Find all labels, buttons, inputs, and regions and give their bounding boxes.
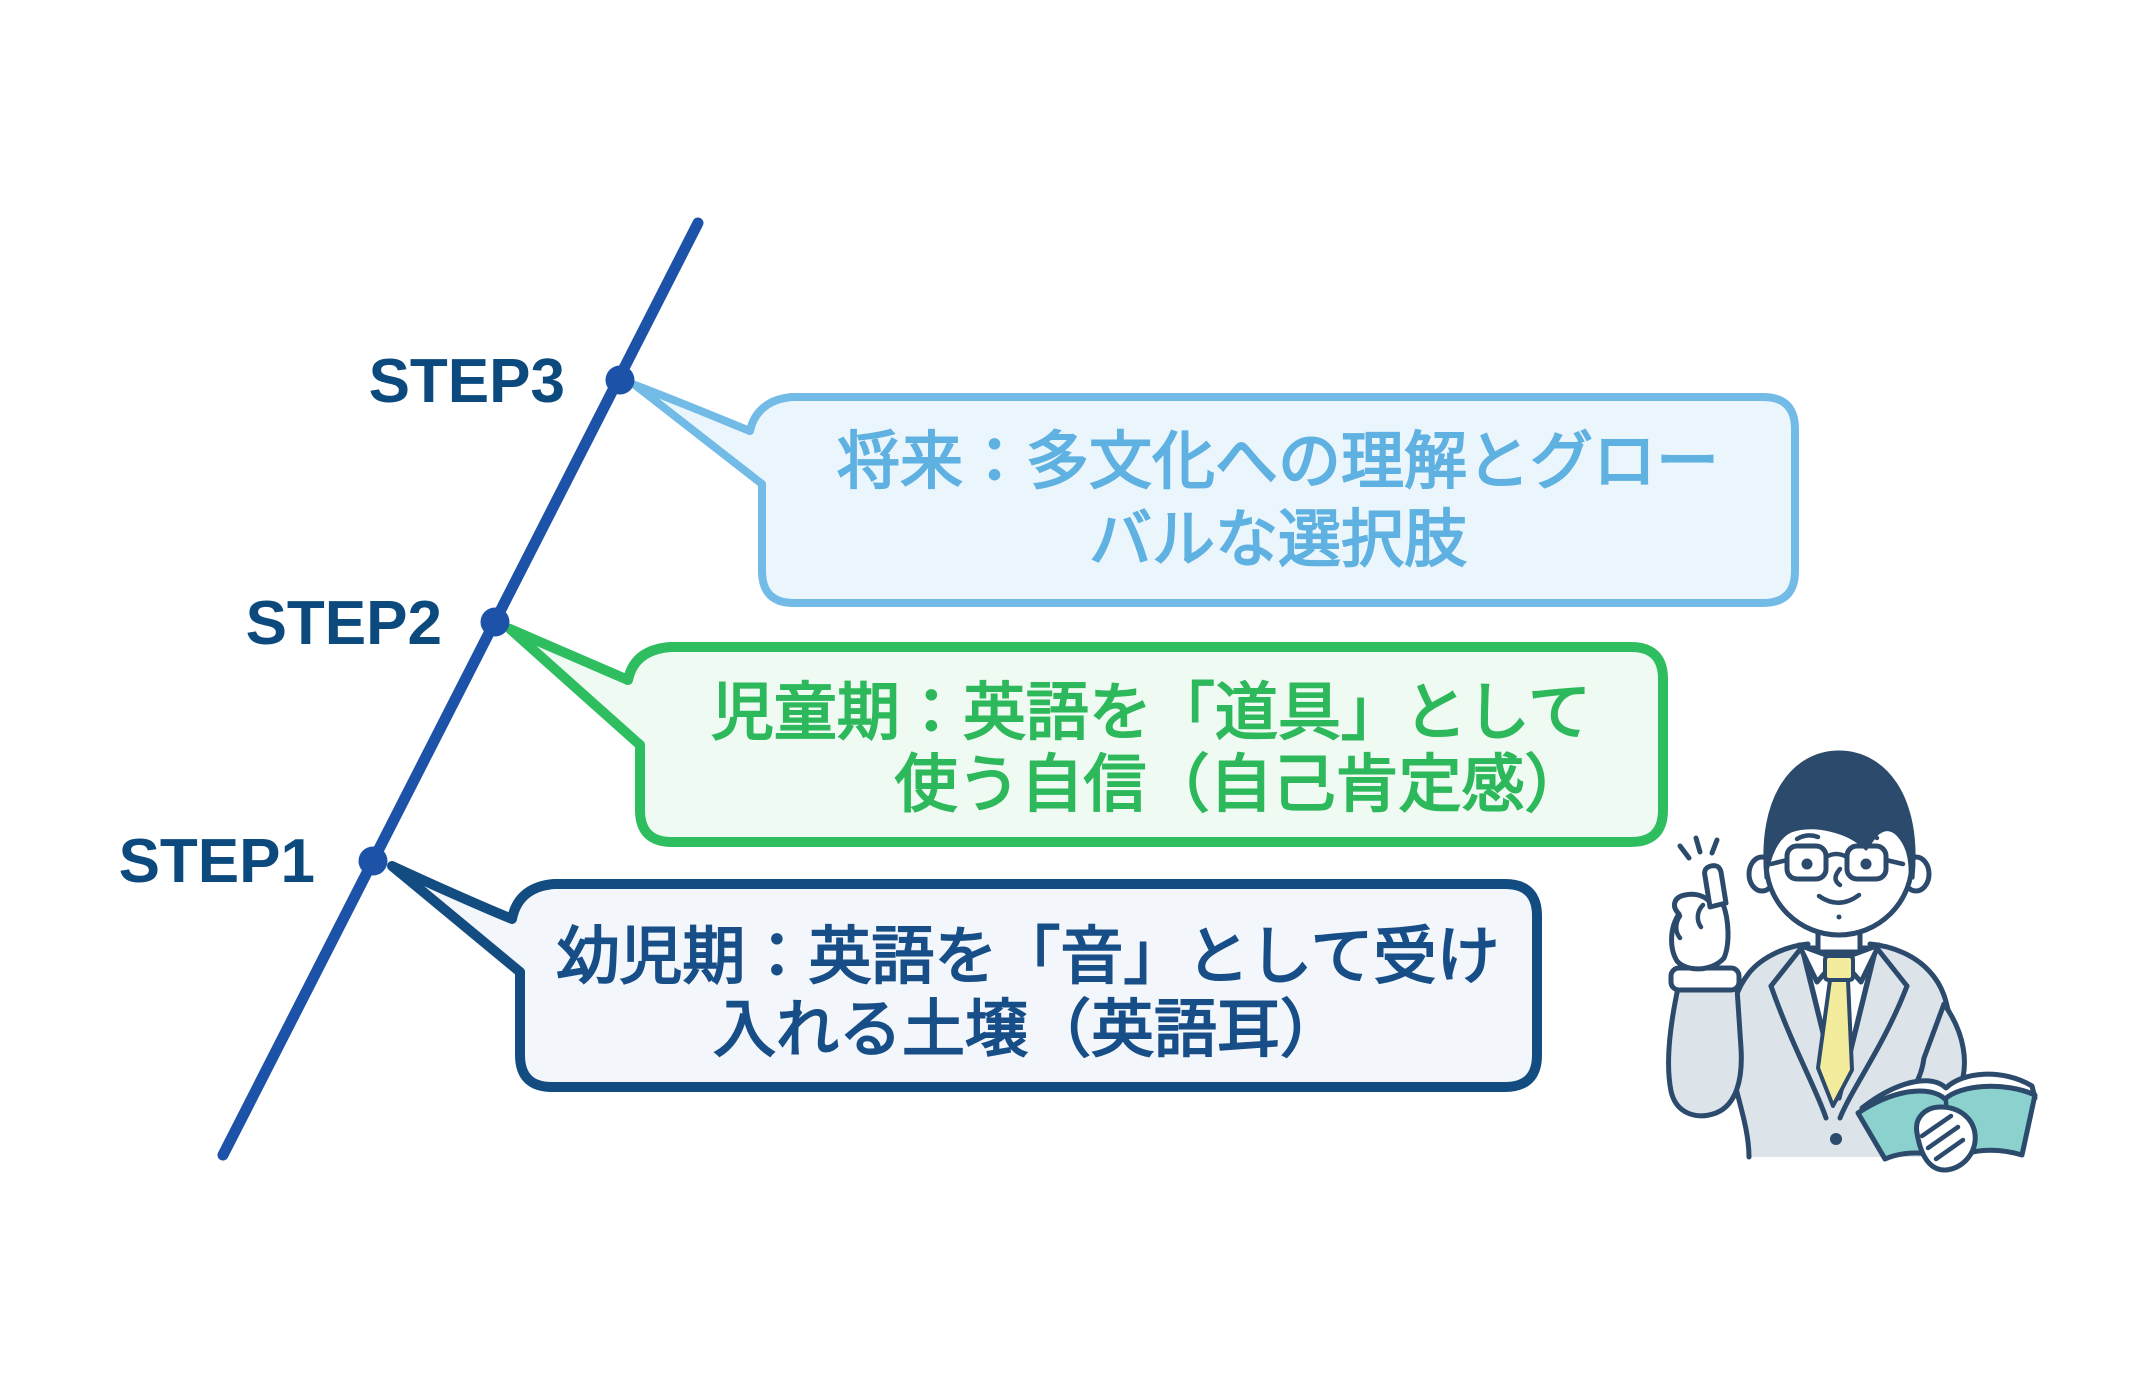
bubble-step3: 将来：多文化への理解とグロー バルな選択肢 — [631, 381, 1799, 607]
step1-dot — [358, 846, 388, 876]
bubble-step1-shape — [387, 861, 1542, 1092]
teacher-fist — [1669, 891, 1731, 972]
step2-label: STEP2 — [246, 589, 442, 658]
teacher-jacket-front-right — [1837, 983, 1910, 1121]
glasses-temple-left — [1768, 857, 1790, 867]
glasses-right-lens-icon — [1844, 843, 1889, 882]
hand-finger-line3 — [1933, 1137, 1966, 1162]
bubble-step1-text-line2: 入れる土壌（英語耳） — [713, 995, 1343, 1065]
teacher-jacket-button — [1830, 1133, 1842, 1145]
step2-dot — [480, 607, 510, 637]
glasses-temple-right — [1883, 857, 1906, 867]
step3-label: STEP3 — [369, 347, 565, 416]
step1-label: STEP1 — [119, 827, 315, 896]
bubble-step3-text-line2: バルな選択肢 — [1089, 505, 1468, 575]
teacher-jacket-front-left — [1768, 983, 1829, 1121]
teacher-nose — [1833, 866, 1843, 888]
bubble-step3-text-line1: 将来：多文化への理解とグロー — [837, 427, 1719, 497]
glasses-bridge — [1823, 851, 1850, 860]
teacher-tie-blade — [1816, 978, 1854, 1108]
step3-dot — [605, 365, 635, 395]
teacher-eyebrow-left — [1794, 833, 1821, 842]
teacher-illustration — [1666, 750, 2038, 1173]
bubble-step2-text-line1: 児童期：英語を「道具」として — [711, 678, 1591, 748]
sparkle-icon — [1677, 835, 1720, 861]
teacher-eye-right — [1860, 858, 1872, 870]
teacher-pointing-finger — [1702, 863, 1729, 910]
teacher-fist-line2 — [1695, 902, 1706, 930]
bubble-step2: 児童期：英語を「道具」として 使う自信（自己肯定感） — [505, 624, 1668, 847]
bubble-step1: 幼児期：英語を「音」として受け 入れる土壌（英語耳） — [387, 861, 1542, 1092]
bubble-step2-text-line2: 使う自信（自己肯定感） — [895, 750, 1588, 820]
bubble-step3-shape — [631, 381, 1799, 607]
teacher-raised-arm — [1666, 985, 1744, 1119]
bubble-step1-text-line1: 幼児期：英語を「音」として受け — [556, 922, 1499, 992]
teacher-hand-on-book — [1914, 1104, 1978, 1173]
teacher-hair — [1763, 750, 1916, 880]
teacher-shirt-cuff — [1668, 965, 1742, 993]
teacher-eyebrow-right — [1853, 832, 1880, 841]
teacher-chin-mark — [1836, 914, 1842, 920]
teacher-eye-left — [1801, 858, 1813, 870]
teacher-fist-line1 — [1674, 913, 1683, 941]
teacher-lapel-notch-right — [1873, 944, 1910, 989]
teacher-tie-knot — [1823, 954, 1855, 982]
glasses-left-lens-icon — [1784, 843, 1829, 882]
teacher-lapel-notch-left — [1768, 944, 1805, 989]
teacher-smile — [1816, 892, 1862, 905]
bubble-step2-shape — [505, 624, 1668, 847]
hand-finger-line2 — [1925, 1124, 1961, 1151]
hand-finger-line1 — [1919, 1113, 1954, 1139]
